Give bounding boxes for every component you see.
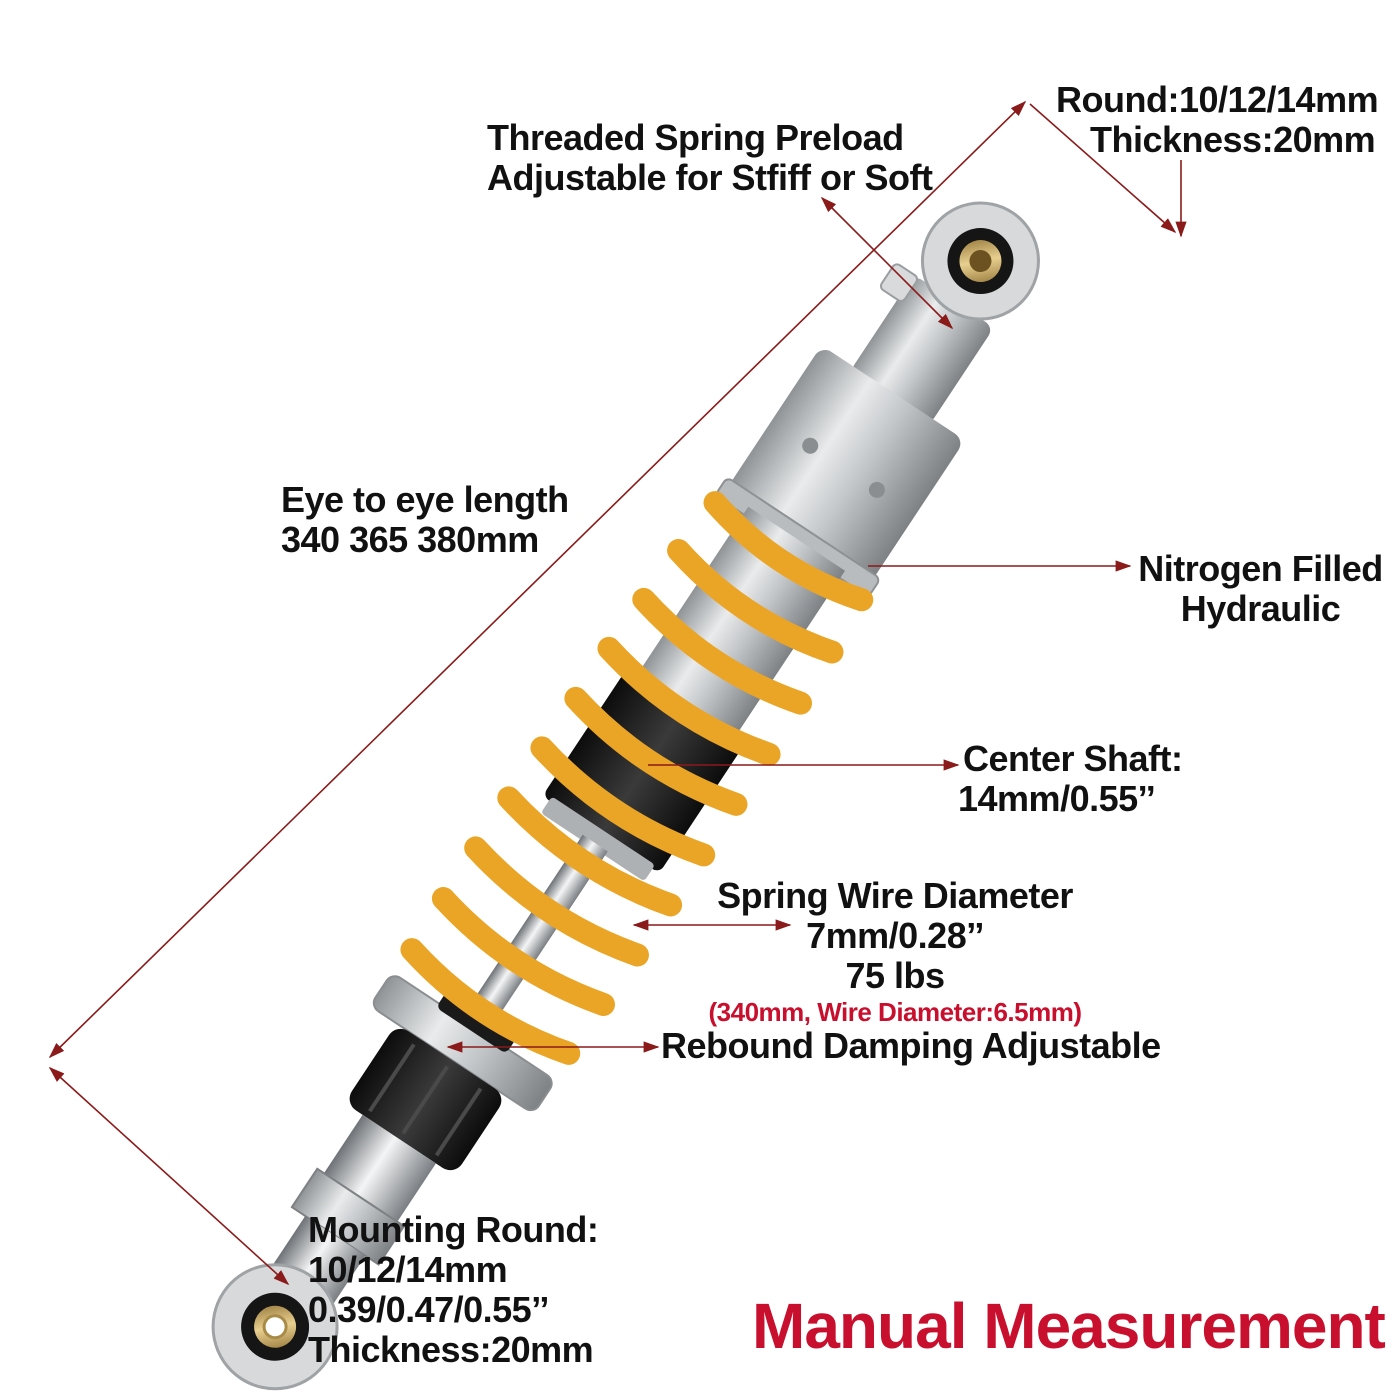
top-round-line1: Round:10/12/14mm	[1056, 80, 1379, 120]
callout-arrows	[48, 100, 1187, 1286]
preload-label: Threaded Spring Preload Adjustable for S…	[487, 117, 933, 198]
nitrogen-line2: Hydraulic	[1180, 588, 1341, 629]
center-shaft-line2: 14mm/0.55’’	[958, 778, 1156, 819]
mounting-line3: 0.39/0.47/0.55’’	[308, 1289, 549, 1330]
rebound-label: Rebound Damping Adjustable	[661, 1026, 1161, 1066]
mounting-line1: Mounting Round:	[308, 1209, 599, 1250]
mounting-arrow	[48, 1066, 290, 1286]
spring-wire-line3: 75 lbs	[845, 955, 945, 996]
spring-wire-note: (340mm, Wire Diameter:6.5mm)	[708, 997, 1082, 1027]
center-shaft-label: Center Shaft: 14mm/0.55’’	[958, 739, 1183, 819]
shock-body	[211, 201, 1040, 1391]
spring-wire-line2: 7mm/0.28’’	[806, 915, 984, 956]
nitrogen-label: Nitrogen Filled Hydraulic	[1133, 549, 1388, 629]
center-shaft-line1: Center Shaft:	[963, 738, 1183, 779]
preload-line2: Adjustable for Stfiff or Soft	[487, 157, 933, 198]
preload-arrow	[820, 196, 954, 330]
preload-line1: Threaded Spring Preload	[487, 117, 904, 158]
eye-to-eye-line2: 340 365 380mm	[281, 519, 539, 560]
eye-to-eye-line1: Eye to eye length	[281, 479, 569, 520]
nitrogen-line1: Nitrogen Filled	[1138, 548, 1383, 589]
manual-measurement-title: Manual Measurement	[752, 1290, 1386, 1362]
spring-wire-label: Spring Wire Diameter 7mm/0.28’’ 75 lbs (…	[700, 876, 1090, 1028]
mounting-line2: 10/12/14mm	[308, 1249, 508, 1290]
top-round-label: Round:10/12/14mm Thickness:20mm	[1056, 80, 1400, 160]
mounting-round-label: Mounting Round: 10/12/14mm 0.39/0.47/0.5…	[308, 1209, 599, 1370]
mounting-line4: Thickness:20mm	[308, 1329, 594, 1370]
eye-to-eye-label: Eye to eye length 340 365 380mm	[281, 480, 569, 560]
rebound-line1: Rebound Damping Adjustable	[661, 1025, 1161, 1066]
top-round-arrow	[1029, 103, 1177, 234]
bottom-eye-mount	[211, 1263, 339, 1391]
top-round-line2: Thickness:20mm	[1090, 119, 1376, 160]
spring-wire-line1: Spring Wire Diameter	[717, 875, 1073, 916]
